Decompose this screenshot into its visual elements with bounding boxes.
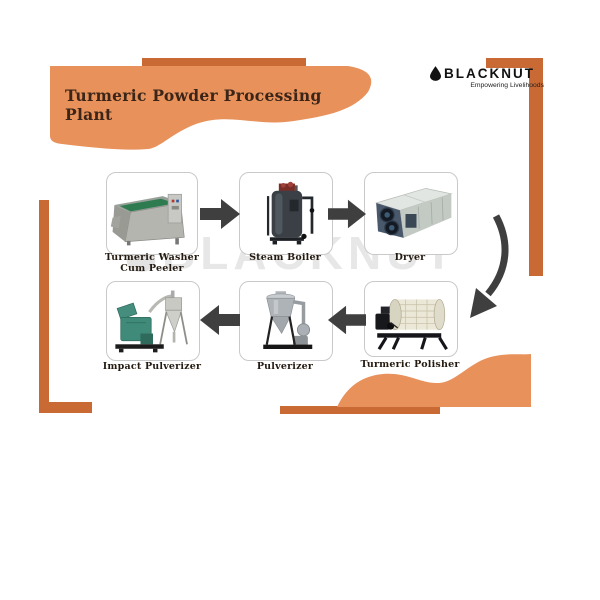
card-turmeric-polisher (364, 281, 458, 357)
pulverizer-image (263, 291, 313, 349)
top-right-accent-horizontal (486, 58, 543, 68)
turmeric-polisher-image (375, 299, 448, 351)
left-accent-foot (39, 402, 92, 413)
card-dryer (364, 172, 458, 255)
logo-name: BLACKNUT (444, 66, 535, 81)
top-accent-bar (142, 58, 306, 68)
flow-arrow-right-1 (200, 197, 240, 235)
header-wave-shape (48, 64, 388, 156)
blacknut-logo: BLACKNUT Empowering Livelihoods (430, 66, 544, 89)
label-turmeric-polisher: Turmeric Polisher (360, 359, 460, 370)
impact-pulverizer-image (115, 290, 188, 353)
dryer-image (374, 187, 453, 238)
card-pulverizer (239, 281, 333, 361)
left-accent-vertical (39, 200, 49, 405)
steam-boiler-image (266, 181, 315, 244)
flow-arrow-curved (452, 208, 516, 332)
flow-arrow-left-2 (200, 303, 240, 341)
label-turmeric-washer: Turmeric Washer Cum Peeler (104, 252, 200, 274)
card-steam-boiler (239, 172, 333, 255)
blacknut-drop-icon (430, 66, 441, 81)
card-impact-pulverizer (106, 281, 200, 361)
flow-arrow-left-1 (328, 303, 366, 341)
flow-arrow-right-2 (328, 197, 366, 235)
page-title: Turmeric Powder Processing Plant (65, 86, 322, 124)
bottom-right-wave-shape (335, 350, 535, 412)
label-dryer: Dryer (394, 252, 426, 263)
turmeric-washer-image (110, 193, 185, 245)
logo-tagline: Empowering Livelihoods (470, 82, 544, 89)
right-accent-vertical (529, 58, 543, 276)
label-pulverizer: Pulverizer (256, 361, 314, 372)
label-impact-pulverizer: Impact Pulverizer (102, 361, 202, 372)
label-steam-boiler: Steam Boiler (249, 252, 321, 263)
card-turmeric-washer (106, 172, 198, 255)
bottom-accent-bar (280, 406, 440, 414)
